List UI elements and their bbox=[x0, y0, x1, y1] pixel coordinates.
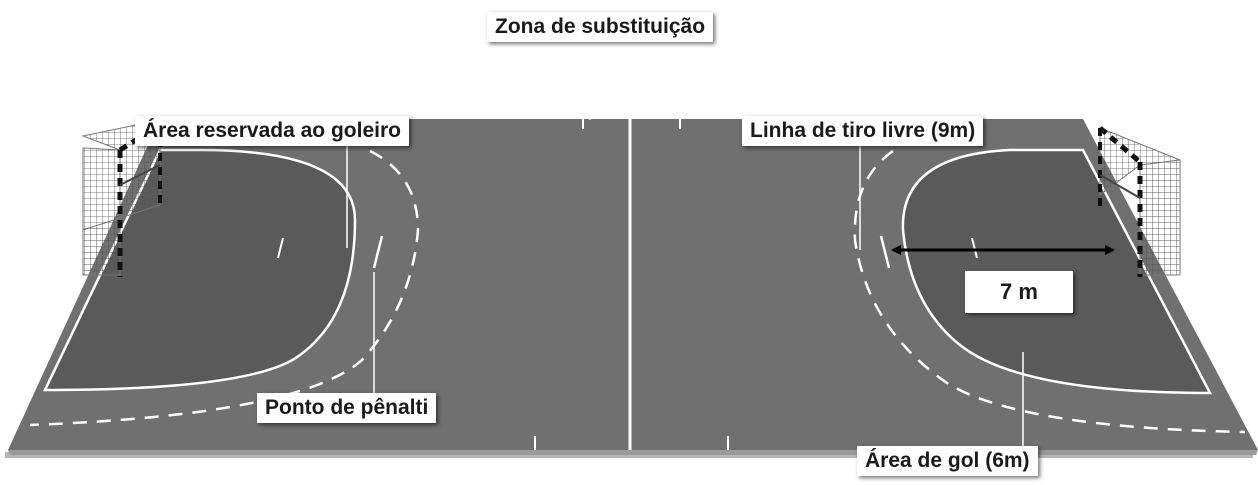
right-goal-icon bbox=[1098, 126, 1181, 277]
left-goal-icon bbox=[81, 119, 162, 277]
penalty-point-label: Ponto de pênalti bbox=[257, 393, 437, 423]
left-goal-area bbox=[43, 148, 357, 392]
goalkeeper-limit-mark bbox=[277, 237, 284, 259]
left-free-throw-line bbox=[29, 149, 420, 427]
pointer-substitution bbox=[589, 43, 593, 121]
seven-meter-label: 7 m bbox=[965, 271, 1073, 313]
penalty-mark bbox=[372, 235, 384, 269]
goal-area-label: Área de gol (6m) bbox=[857, 446, 1038, 476]
court-edge bbox=[8, 450, 1258, 455]
penalty-mark bbox=[879, 235, 891, 269]
goalkeeper-area-label: Área reservada ao goleiro bbox=[135, 116, 409, 146]
free-throw-line-label: Linha de tiro livre (9m) bbox=[742, 116, 984, 146]
substitution-zone-label: Zona de substituição bbox=[487, 12, 714, 42]
